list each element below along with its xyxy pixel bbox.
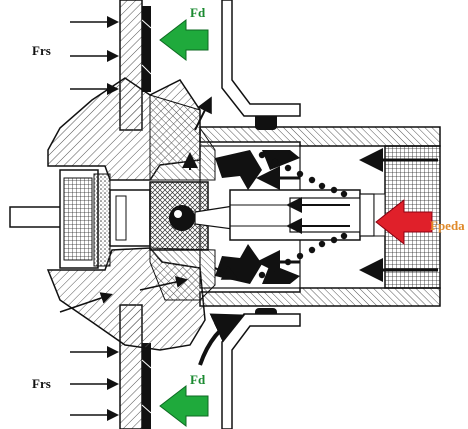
spring-coil <box>284 164 292 172</box>
fd-top-arrow-icon <box>159 18 209 62</box>
frs-arrows-top <box>70 16 119 95</box>
spring-coil <box>271 158 279 166</box>
frs-bottom-label: Frs <box>32 376 51 391</box>
booster-housing <box>46 77 441 351</box>
spring-coil <box>271 264 279 272</box>
frs-top-label: Frs <box>32 43 51 58</box>
spring-coil <box>258 271 266 279</box>
spring-coil <box>340 190 348 198</box>
fpedal-arrow-icon <box>375 198 433 246</box>
spring-coil <box>296 252 304 260</box>
spring-coil <box>296 170 304 178</box>
spring-coil <box>308 176 316 184</box>
frs-arrows-bottom <box>70 346 119 421</box>
spring-coil <box>340 232 348 240</box>
reaction-disk <box>149 181 241 251</box>
spring-coil <box>318 182 326 190</box>
spring-coil <box>318 240 326 248</box>
fd-bottom-label: Fd <box>190 372 206 387</box>
fd-top-label: Fd <box>190 5 206 20</box>
spring-coil <box>330 186 338 194</box>
internal-flow-arrows <box>59 96 438 366</box>
fd-bottom-arrow-icon <box>159 384 209 428</box>
fpedal-label: Fpeda <box>430 218 465 233</box>
valve-plunger <box>229 189 375 241</box>
spring-coil <box>330 236 338 244</box>
spring-coil <box>258 151 266 159</box>
output-push-rod <box>9 169 151 269</box>
spring-coil <box>308 246 316 254</box>
